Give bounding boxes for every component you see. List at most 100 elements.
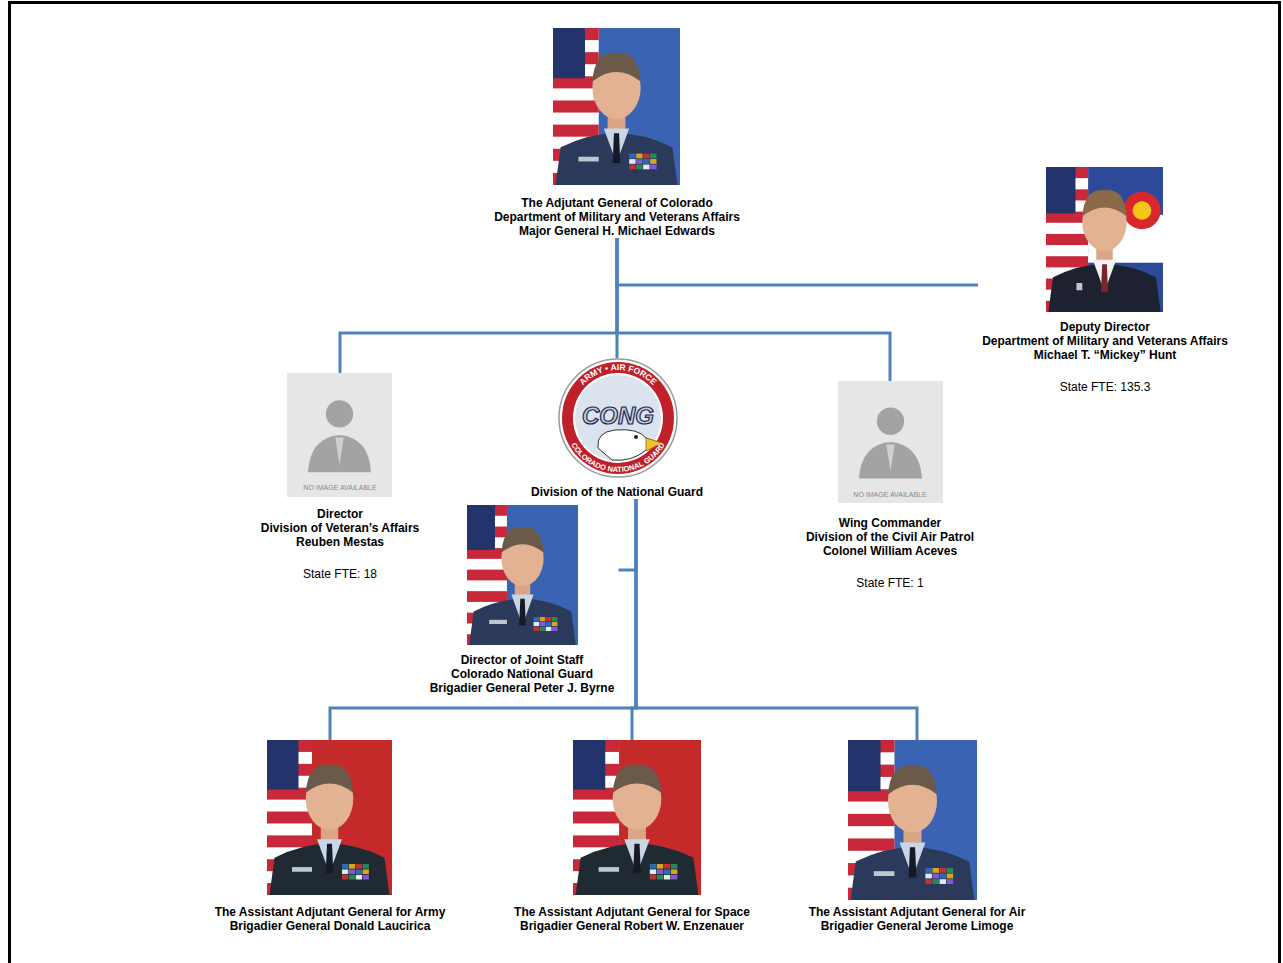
ribbon [643, 165, 649, 170]
badge [578, 157, 598, 162]
ribbon [356, 864, 362, 869]
portrait [467, 505, 578, 645]
tie [1101, 264, 1108, 292]
org-connector [340, 238, 617, 373]
ribbon [342, 864, 348, 869]
portrait [267, 740, 392, 895]
ribbon [657, 869, 663, 874]
silhouette-tie [886, 444, 894, 471]
hair [592, 53, 640, 82]
ribbon [546, 627, 552, 631]
logo-text: CONG [582, 402, 654, 429]
flag-canton [267, 740, 299, 790]
ribbon [650, 875, 656, 880]
flag-stripe [573, 835, 619, 847]
ribbon [657, 864, 663, 869]
logo-ring [562, 362, 674, 474]
box-text: Division of the Civil Air Patrol [802, 530, 979, 544]
badge [292, 867, 312, 872]
tie [519, 599, 526, 626]
ribbon [349, 864, 355, 869]
box-text: Division of the National Guard [527, 485, 708, 499]
flag-stripe [553, 100, 599, 112]
org-box: DirectorDivision of Veteran’s AffairsReu… [257, 373, 424, 581]
flag-stripe [267, 835, 312, 847]
box-text: Brigadier General Donald Laucirica [211, 919, 450, 933]
ribbon [643, 159, 649, 164]
ribbon [349, 875, 355, 880]
ribbon [925, 874, 931, 879]
box-text: Michael T. “Mickey” Hunt [978, 348, 1232, 362]
hair [306, 765, 354, 793]
shirt-collar [624, 839, 650, 873]
ribbon [552, 617, 558, 621]
uniform [851, 847, 975, 900]
flag-sun [1133, 201, 1152, 220]
flag-stripe [848, 838, 894, 850]
ribbon [540, 622, 546, 626]
portrait [838, 381, 943, 503]
box-text: Major General H. Michael Edwards [490, 224, 744, 238]
portrait [573, 740, 701, 895]
logo-text-group: ARMY • AIR FORCE [577, 362, 659, 387]
ribbon [552, 622, 558, 626]
box-text: Division of Veteran’s Affairs [257, 521, 424, 535]
ribbon [546, 617, 552, 621]
ribbon [636, 165, 642, 170]
ribbon [671, 875, 677, 880]
flag-stripe [267, 812, 312, 824]
ribbon [664, 864, 670, 869]
shirt-collar [511, 595, 533, 626]
org-box: Deputy DirectorDepartment of Military an… [978, 167, 1232, 394]
org-connector [619, 499, 637, 570]
hair [888, 765, 937, 794]
eagle-eye [634, 435, 638, 439]
lapel-pin [1076, 283, 1082, 290]
tie [633, 844, 641, 873]
portrait [553, 28, 680, 185]
logo-inner-rim [573, 373, 663, 463]
flag-c [1123, 192, 1160, 229]
photo-placeholder [287, 373, 392, 497]
photo-background [848, 740, 977, 900]
flag-canton [553, 28, 585, 78]
ribbon [540, 627, 546, 631]
ribbon [546, 622, 552, 626]
ribbon [925, 879, 931, 884]
photo-background [467, 505, 578, 645]
badge [874, 871, 895, 876]
silhouette-head [877, 408, 904, 435]
ribbon [650, 154, 656, 159]
ribbon [636, 159, 642, 164]
ribbon [534, 627, 540, 631]
uniform [576, 844, 699, 895]
box-text: Colonel William Aceves [802, 544, 979, 558]
ribbon [349, 869, 355, 874]
ribbon [650, 159, 656, 164]
shirt-collar [317, 839, 342, 873]
photo-background [267, 740, 392, 895]
org-box: Wing CommanderDivision of the Civil Air … [802, 381, 979, 590]
logo-text: ARMY • AIR FORCE [577, 362, 659, 387]
org-box: The Assistant Adjutant General for ArmyB… [211, 740, 450, 933]
box-text: The Assistant Adjutant General for Air [805, 905, 1030, 919]
silhouette-body [308, 435, 371, 472]
org-box: The Adjutant General of ColoradoDepartme… [490, 28, 744, 238]
logo-text-group: COLORADO NATIONAL GUARD [569, 440, 667, 474]
photo-placeholder [838, 381, 943, 503]
silhouette-body [859, 442, 922, 479]
uniform [469, 599, 576, 645]
uniform [556, 133, 678, 185]
photo-background [553, 28, 680, 185]
box-text: Colorado National Guard [426, 667, 619, 681]
ribbon [932, 874, 938, 879]
tie [613, 133, 621, 163]
flag-stripe [553, 125, 599, 137]
silhouette-head [326, 400, 353, 427]
photo-background [1046, 167, 1163, 312]
ribbon [363, 875, 369, 880]
flag-canton [467, 505, 495, 550]
photo-caption: NO IMAGE AVAILABLE [303, 484, 376, 492]
